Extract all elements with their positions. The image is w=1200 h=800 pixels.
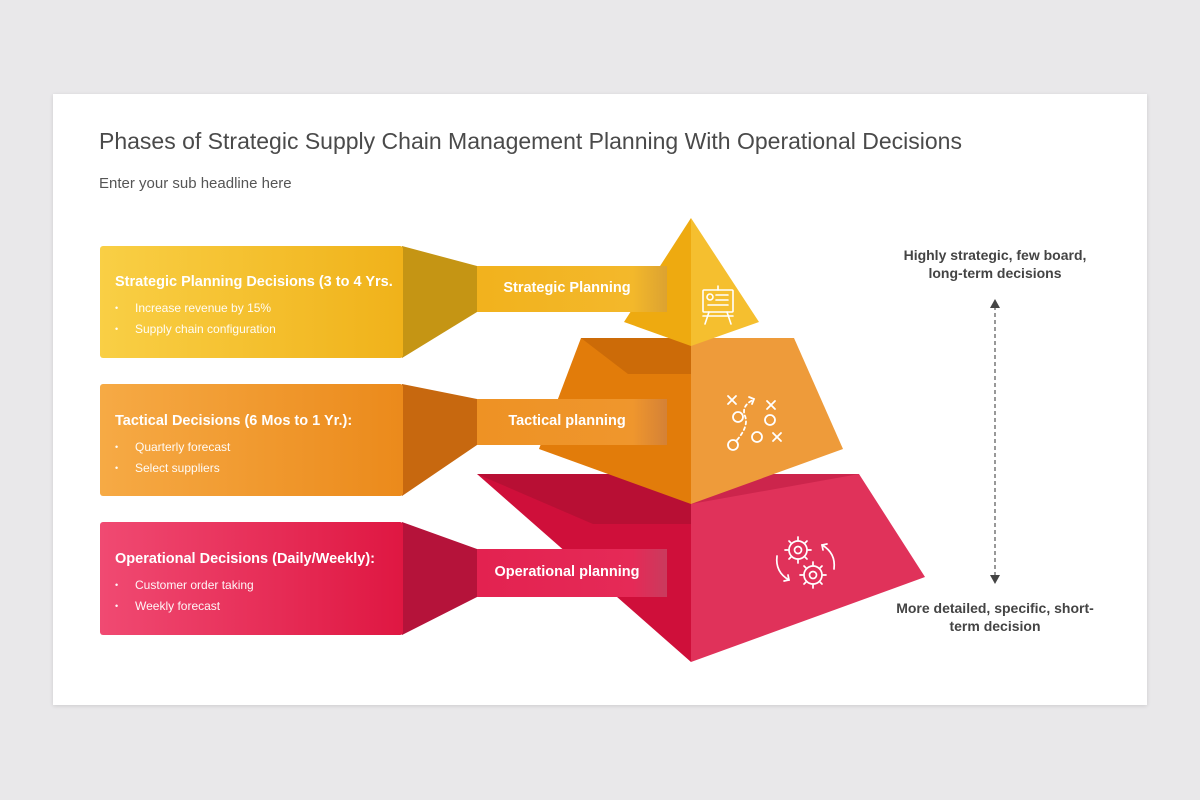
- strategic-decisions-box: Strategic Planning Decisions (3 to 4 Yrs…: [115, 274, 393, 340]
- page-subtitle: Enter your sub headline here: [99, 175, 292, 192]
- operational-planning-label: Operational planning: [494, 564, 640, 580]
- strategy-play-icon: [727, 395, 782, 451]
- list-item: Quarterly forecast: [115, 437, 352, 458]
- operational-decisions-list: Customer order taking Weekly forecast: [115, 575, 375, 617]
- page-title: Phases of Strategic Supply Chain Managem…: [99, 128, 962, 154]
- gears-cycle-icon: [775, 536, 836, 589]
- strategic-decisions-heading: Strategic Planning Decisions (3 to 4 Yrs…: [115, 274, 393, 290]
- side-note-bottom: More detailed, specific, short-term deci…: [896, 600, 1094, 634]
- strategic-decisions-list: Increase revenue by 15% Supply chain con…: [115, 298, 393, 340]
- operational-decisions-heading: Operational Decisions (Daily/Weekly):: [115, 551, 376, 567]
- strategic-planning-label: Strategic Planning: [503, 280, 631, 296]
- list-item: Select suppliers: [115, 458, 352, 479]
- list-item: Weekly forecast: [115, 596, 375, 617]
- operational-decisions-box: Operational Decisions (Daily/Weekly): Cu…: [115, 551, 375, 617]
- tactical-decisions-heading: Tactical Decisions (6 Mos to 1 Yr.):: [115, 413, 353, 429]
- list-item: Customer order taking: [115, 575, 375, 596]
- list-item: Increase revenue by 15%: [115, 298, 393, 319]
- tactical-decisions-box: Tactical Decisions (6 Mos to 1 Yr.): Qua…: [115, 413, 352, 479]
- slide: Phases of Strategic Supply Chain Managem…: [53, 94, 1147, 705]
- tactical-planning-label: Tactical planning: [508, 413, 626, 429]
- side-note-top: Highly strategic, few board, long-term d…: [903, 247, 1087, 281]
- tactical-decisions-list: Quarterly forecast Select suppliers: [115, 437, 352, 479]
- presentation-board-icon: [702, 285, 734, 325]
- strategic-to-detailed-arrow: [990, 299, 1000, 584]
- list-item: Supply chain configuration: [115, 319, 393, 340]
